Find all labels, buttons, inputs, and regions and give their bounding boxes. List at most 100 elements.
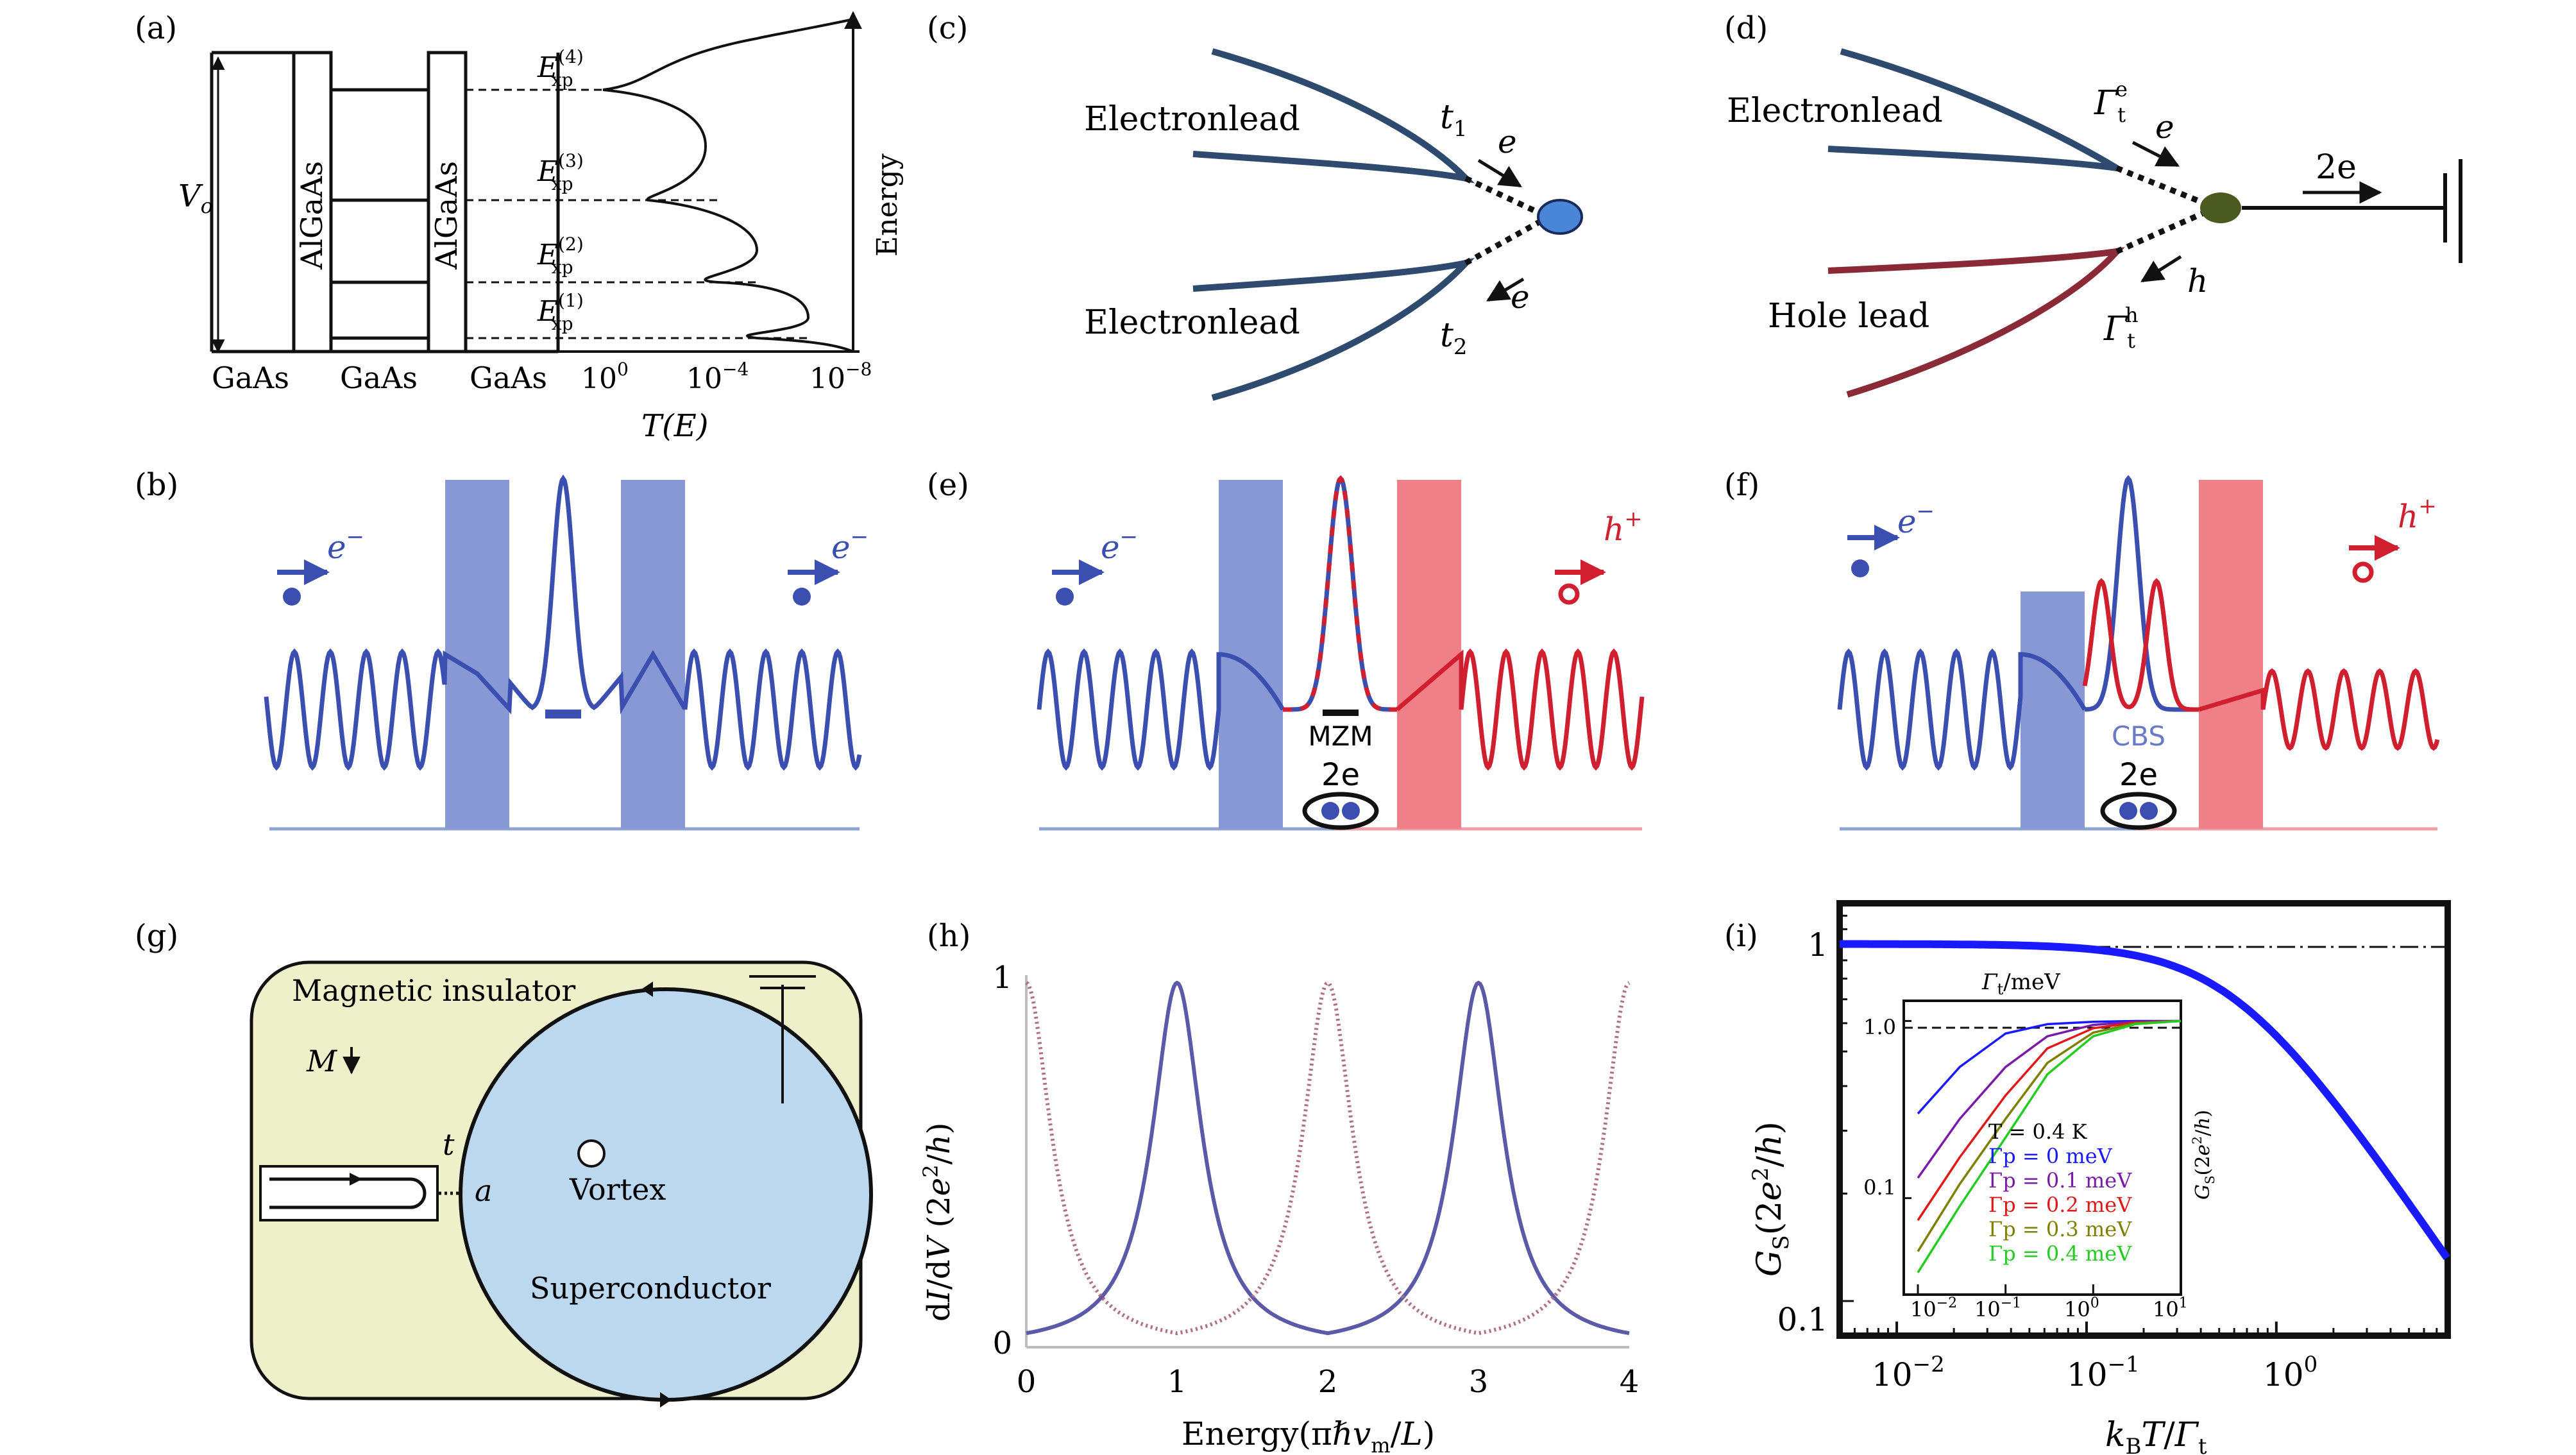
panel-c: (c) Electronlead Electronlead t1 t2 e e [927,10,1583,401]
tip-box [259,1165,439,1221]
pair-label: 2e [2119,757,2158,793]
tunnel-link-top [1464,175,1541,216]
y-axis-label: GS(2e2/h) [1748,1121,1794,1277]
cooper-pair [2100,792,2177,830]
vortex-icon [577,1139,606,1168]
x-tick-3: 3 [1469,1364,1489,1400]
inset: Γt/meV 1.0 0.1 10−2 10−1 100 101 GS(2e2/… [1863,969,2217,1322]
level-dashes [466,89,808,339]
electron-icon [1851,559,1869,577]
series-0 [1026,980,1630,1336]
material-label-2: GaAs [340,361,418,395]
tunnel-link-hole [2115,208,2208,255]
level-label-2: E(2)xp [537,234,584,278]
electron-bottom-label: e [1511,278,1530,316]
x-tick-1: 10−1 [2067,1352,2140,1393]
material-label-1: GaAs [212,361,289,395]
mzm-label: MZM [1308,720,1373,752]
vortex-label: Vortex [569,1172,666,1207]
magnetization-label: M [306,1044,338,1078]
electron-left-label: e− [327,524,364,566]
panel-a: (a) Vo AlGaAs AlGaA [135,10,904,444]
electron-label: e [2155,108,2174,146]
inset-x-tick-3: 101 [2153,1295,2188,1322]
series-1 [1025,980,1631,1336]
t-axis-label: T(E) [641,408,709,444]
barrier-label-1: AlGaAs [294,161,329,270]
x-tick-1: 1 [1167,1364,1187,1400]
electron-lead-top-label: Electronlead [1084,100,1300,139]
inset-series [1917,1019,2182,1273]
panel-b: (b) e− e− [135,467,869,831]
y-axis-label: dI/dV (2e2/h) [919,1123,957,1322]
inset-y-tick-1: 1.0 [1863,1015,1896,1039]
panel-g: (g) Magnetic insulator M t a Vortex Supe… [135,918,873,1408]
gamma-h-label: Γth [2103,303,2139,353]
hole-lead-label: Hole lead [1768,297,1929,336]
tunneling-label: t [443,1127,455,1162]
energy-axis-label: Energy [871,153,904,257]
transmission-curve [602,18,854,353]
y-tick-0: 0 [992,1325,1012,1361]
electron-label: e− [1101,524,1138,566]
hole-icon [1558,583,1580,605]
tunnel-link-bottom [1464,219,1541,266]
inset-legend-item-0: T = 0.4 K [1988,1119,2088,1144]
electron-top-label: e [1498,123,1517,160]
level-label-4: E(4)xp [537,46,584,90]
barrier-label-2: AlGaAs [429,161,464,270]
x-tick-4: 4 [1620,1364,1640,1400]
hole-label: h [2187,262,2208,300]
inset-legend-item-3: Γp = 0.2 meV [1988,1193,2132,1217]
barrier-right [2199,480,2263,829]
panel-d-label: (d) [1724,10,1768,46]
hole-lead [1827,247,2125,398]
panel-h-label: (h) [927,918,970,954]
inset-x-tick-2: 100 [2064,1295,2099,1322]
mzm-level [1323,710,1359,717]
barrier-left [2021,591,2085,829]
potential-profile [210,51,560,353]
v0-label: Vo [178,178,213,218]
panel-f: (f) CBS 2e e− h+ [1724,467,2440,831]
electron-icon [1056,588,1074,606]
gamma-e-label: Γte [2094,77,2128,127]
electron-lead-top [1192,48,1475,183]
level-label-3: E(3)xp [537,150,584,194]
x-tick-0: 0 [1017,1364,1037,1400]
electron-lead-bottom-label: Electronlead [1084,303,1300,342]
x-tick-2: 100 [2263,1352,2318,1393]
hole-label: h+ [1604,506,1643,548]
wavefunction [264,474,862,771]
inset-y-tick-0.1: 0.1 [1863,1175,1896,1200]
inset-series-4 [1917,1019,2182,1273]
barrier-right [1397,480,1461,829]
panel-e-label: (e) [927,467,969,503]
superconductor-label: Superconductor [530,1271,771,1306]
t-tick-2: 10−8 [809,359,872,395]
level-label-1: E(1)xp [537,290,584,334]
electron-left-icon [283,588,301,606]
inset-ticks [1904,1019,2182,1295]
cooper-pair [1302,792,1379,830]
panel-f-label: (f) [1724,467,1759,503]
pair-label: 2e [1321,757,1360,793]
x-axis-label: Energy(πℏvm/L) [1182,1415,1435,1455]
quantum-dot [2200,192,2241,223]
electron-lead-label: Electronlead [1727,92,1943,130]
t1-label: t1 [1440,98,1468,142]
panel-b-label: (b) [135,467,178,503]
t-tick-0: 100 [581,359,629,395]
a-label: a [475,1173,492,1208]
cbs-peak-hole [2082,578,2199,712]
y-tick-1: 1 [992,960,1012,996]
main-ticks [1838,914,2449,1336]
y-tick-1: 1 [1808,926,1828,964]
inset-legend-item-4: Γp = 0.3 meV [1988,1217,2132,1241]
t2-label: t2 [1440,316,1468,360]
panel-c-label: (c) [927,10,968,46]
y-tick-0.1: 0.1 [1777,1301,1828,1338]
